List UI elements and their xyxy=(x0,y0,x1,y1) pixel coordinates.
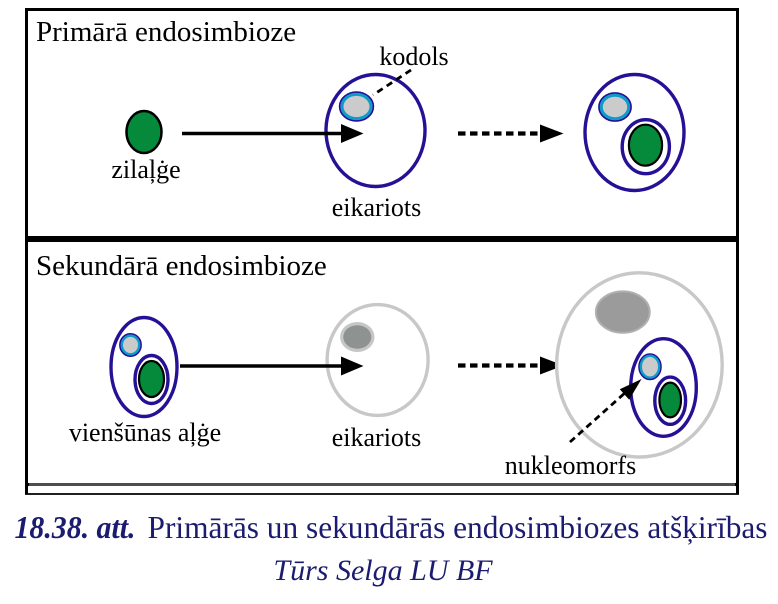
svg-text:kodols: kodols xyxy=(379,42,448,71)
svg-text:eikariots: eikariots xyxy=(332,423,422,452)
svg-text:Tūrs Selga LU BF: Tūrs Selga LU BF xyxy=(273,554,493,587)
svg-text:nukleomorfs: nukleomorfs xyxy=(505,451,636,480)
svg-text:18.38. att.: 18.38. att. xyxy=(15,510,136,545)
svg-text:Primārā endosimbioze: Primārā endosimbioze xyxy=(36,16,296,48)
svg-text:Primārās un sekundārās endosim: Primārās un sekundārās endosimbiozes atš… xyxy=(148,510,768,545)
svg-text:eikariots: eikariots xyxy=(332,193,422,222)
svg-text:Sekundārā endosimbioze: Sekundārā endosimbioze xyxy=(36,250,327,282)
svg-text:vienšūnas aļġe: vienšūnas aļġe xyxy=(69,418,221,447)
svg-text:zilaļġe: zilaļġe xyxy=(111,155,180,184)
